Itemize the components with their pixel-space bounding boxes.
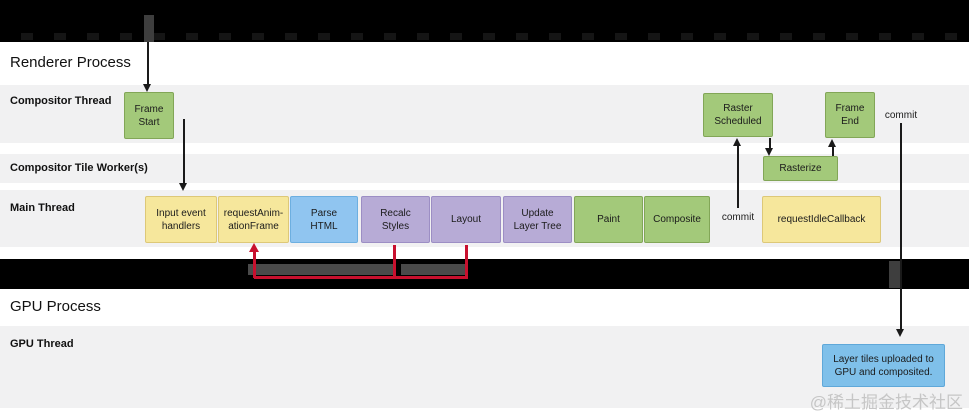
juejin-watermark: @稀土掘金技术社区 [809, 393, 963, 412]
renderer-process-title: Renderer Process [10, 54, 131, 71]
composite-box: Composite [644, 196, 710, 243]
arrowhead-frame-start-to-main-thread [179, 183, 187, 191]
arrowhead-vsync-to-frame-start [143, 84, 151, 92]
arrow-raster-scheduled-to-rasterize [769, 138, 771, 150]
top-timeline-bar [0, 0, 969, 42]
compositor-thread-label: Compositor Thread [10, 95, 112, 107]
bottom-timeline-bar [0, 259, 969, 289]
main-thread-work-highlight-left [248, 264, 394, 275]
arrow-commit-to-raster-scheduled [737, 146, 739, 208]
vsync-scrubber-marker [144, 15, 154, 42]
parse-html-box: Parse HTML [290, 196, 358, 243]
recalc-styles-box: Recalc Styles [361, 196, 430, 243]
input-event-handlers-box: Input event handlers [145, 196, 217, 243]
update-layer-tree-box: Update Layer Tree [503, 196, 572, 243]
red-bracket-horizontal [254, 276, 468, 279]
frame-end-box: Frame End [825, 92, 875, 138]
timeline-tick-dashes [0, 33, 969, 40]
raster-scheduled-box: Raster Scheduled [703, 93, 773, 137]
red-arrowhead-to-request-animation-frame [249, 243, 259, 252]
gpu-thread-row [0, 326, 969, 408]
frame-start-box: Frame Start [124, 92, 174, 139]
arrowhead-commit-to-raster-scheduled [733, 138, 741, 146]
arrowhead-commit-to-gpu-thread [896, 329, 904, 337]
layer-tiles-uploaded-box: Layer tiles uploaded to GPU and composit… [822, 344, 945, 387]
arrow-frame-start-to-main-thread [183, 119, 185, 185]
request-animation-frame-box: requestAnim- ationFrame [218, 196, 289, 243]
arrow-commit-to-gpu-thread [900, 123, 902, 331]
arrow-vsync-to-frame-start [147, 42, 149, 86]
commit-scrubber-marker [889, 261, 901, 288]
arrowhead-rasterize-to-frame-end [828, 139, 836, 147]
rasterize-box: Rasterize [763, 156, 838, 181]
arrow-rasterize-to-frame-end [832, 147, 834, 156]
gpu-thread-label: GPU Thread [10, 338, 74, 350]
gpu-process-title: GPU Process [10, 298, 101, 315]
arrowhead-raster-scheduled-to-rasterize [765, 148, 773, 156]
red-bracket-layout-drop [465, 245, 468, 277]
main-thread-work-highlight-right [401, 264, 467, 275]
commit-label-frame-end: commit [884, 110, 918, 121]
request-idle-callback-box: requestIdleCallback [762, 196, 881, 243]
commit-label-main-thread: commit [721, 212, 755, 223]
layout-box: Layout [431, 196, 501, 243]
compositor-tile-workers-label: Compositor Tile Worker(s) [10, 162, 148, 174]
red-bracket-recalc-styles-drop [393, 245, 396, 277]
red-bracket-left-riser [253, 251, 256, 278]
main-thread-label: Main Thread [10, 202, 75, 214]
paint-box: Paint [574, 196, 643, 243]
